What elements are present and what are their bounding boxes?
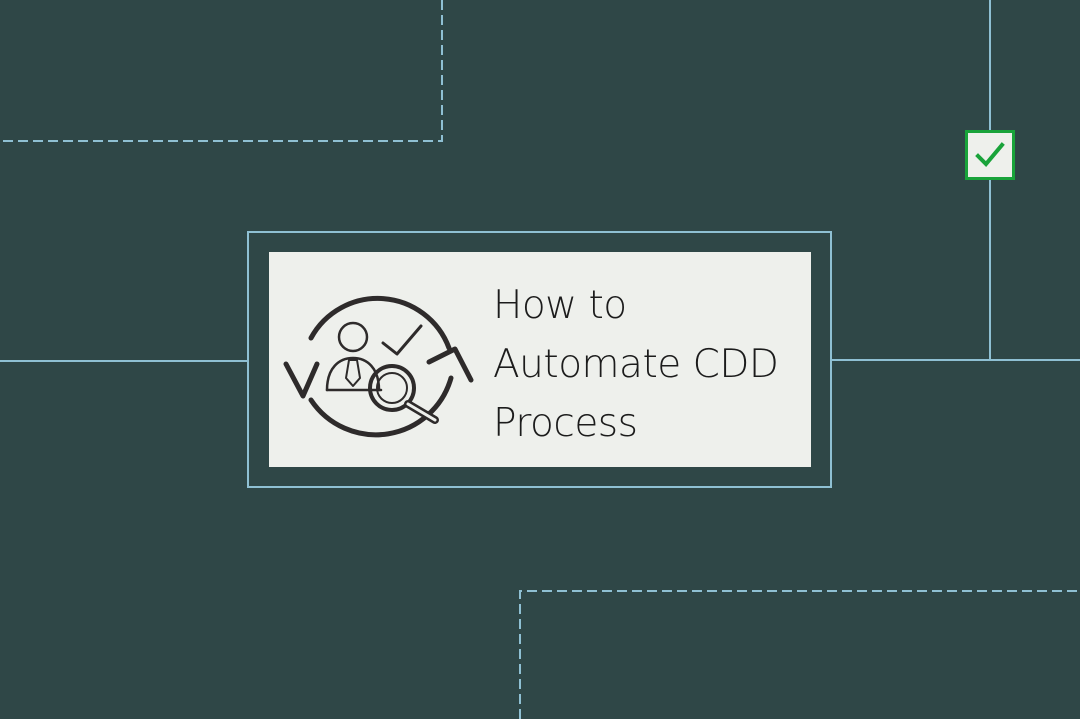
- dashed-connector-top-left: [0, 0, 443, 142]
- check-badge: [965, 130, 1015, 180]
- card-title-line-2: Automate CDD: [493, 342, 779, 387]
- card-title-line-1: How to: [493, 283, 627, 328]
- card-title-line-3: Process: [493, 401, 638, 446]
- title-card: How to Automate CDD Process: [269, 252, 811, 467]
- checkmark-icon: [975, 142, 1005, 167]
- card-title: How to Automate CDD Process: [493, 276, 803, 453]
- automated-customer-review-icon: [283, 295, 474, 438]
- card-frame: [247, 231, 832, 488]
- dashed-connector-bottom-right: [519, 590, 1080, 719]
